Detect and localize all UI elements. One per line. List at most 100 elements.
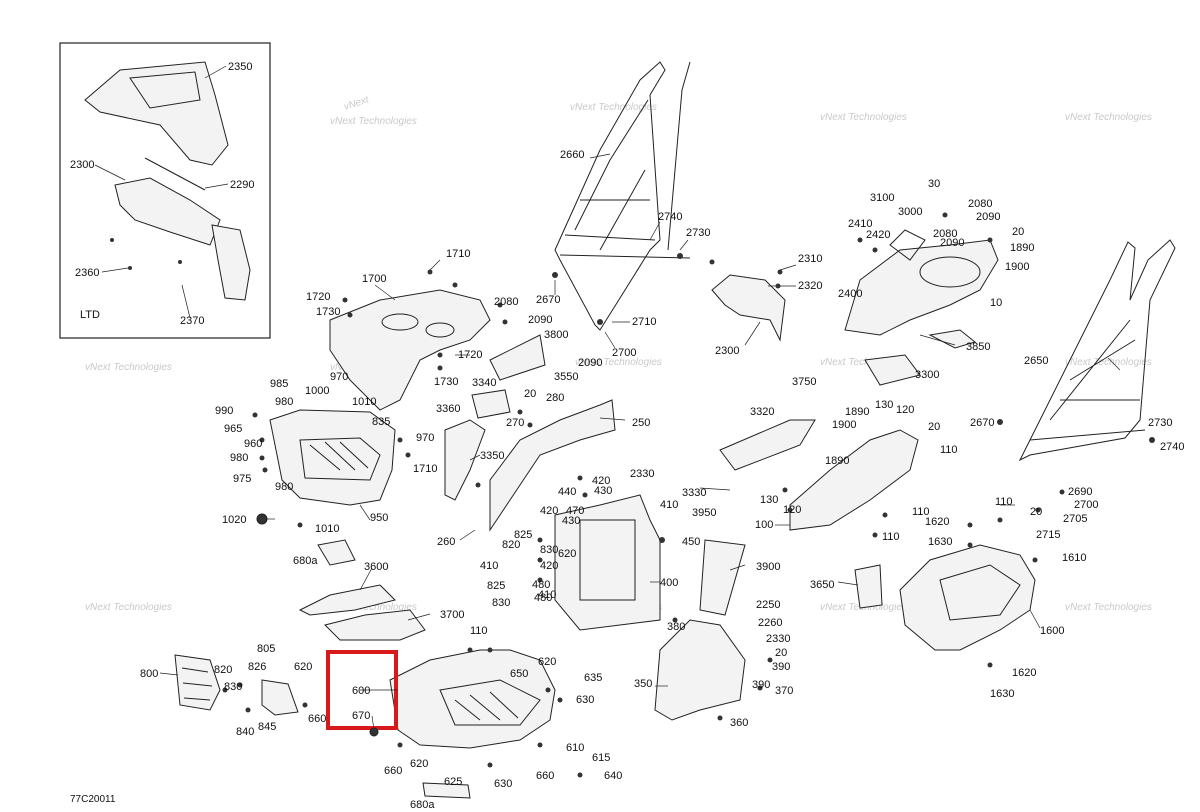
callout-label: 430	[562, 515, 580, 527]
callout-label: 3100	[870, 192, 894, 204]
callout-label: 3750	[792, 376, 816, 388]
callout-label: 980	[230, 452, 248, 464]
dashboard-tray	[919, 256, 981, 288]
callout-label: 410	[660, 499, 678, 511]
hardware	[222, 212, 1155, 778]
callout-label: 370	[775, 685, 793, 697]
screw-icon	[709, 259, 715, 265]
screw-icon	[259, 437, 265, 443]
rops-front-shape	[554, 61, 666, 331]
callout-label: 1000	[305, 385, 329, 397]
watermark: vNext Technologies	[1065, 357, 1152, 368]
inset-side-panel-shape	[211, 224, 251, 301]
hood-vent	[381, 313, 419, 331]
callout-label: 970	[416, 432, 434, 444]
callout-label: 2330	[630, 468, 654, 480]
reference-code: 77C20011	[70, 794, 116, 805]
callout-label: 1890	[845, 406, 869, 418]
storage-bin-shape	[269, 409, 396, 506]
callout-label: 410	[480, 560, 498, 572]
callout-label: 2670	[970, 417, 994, 429]
nut-icon	[997, 419, 1003, 425]
callout-label: 640	[604, 770, 622, 782]
callout-label: 3360	[436, 403, 460, 415]
screw-icon	[427, 269, 433, 275]
callout-label: 1020	[222, 514, 246, 526]
callout-label: 110	[912, 506, 930, 518]
callout-label: 2740	[658, 211, 682, 223]
screw-icon	[497, 302, 503, 308]
nut-icon	[677, 253, 683, 259]
watermark: vNext Technologies	[85, 602, 172, 613]
inset-screw-icon	[128, 266, 132, 270]
inset-windshield-glass	[129, 71, 201, 109]
callout-label: 650	[510, 668, 528, 680]
callout-label: 845	[258, 721, 276, 733]
callout-label: 2090	[528, 314, 552, 326]
watermark: vNext Technologies	[1065, 112, 1152, 123]
callout-label: 20	[928, 421, 940, 433]
callout-label: 2260	[758, 617, 782, 629]
screw-icon	[517, 409, 523, 415]
callout-label: 2670	[536, 294, 560, 306]
callout-label: 450	[682, 536, 700, 548]
panel-3600-shape	[298, 584, 396, 616]
callout-label: 350	[634, 678, 652, 690]
screw-icon	[997, 517, 1003, 523]
callout-label: 3330	[682, 487, 706, 499]
screw-icon	[537, 577, 543, 583]
inset-label: LTD	[80, 309, 100, 321]
callout-label: 1630	[990, 688, 1014, 700]
callout-label: 3950	[692, 507, 716, 519]
callout-label: 620	[294, 661, 312, 673]
rops-rear-tubes	[1049, 319, 1140, 421]
callout-label: 965	[224, 423, 242, 435]
watermark: vNext	[343, 94, 372, 113]
callout-label: 835	[372, 416, 390, 428]
callout-label: 2715	[1036, 529, 1060, 541]
callout-label: 130	[875, 399, 893, 411]
callout-label: 380	[667, 621, 685, 633]
watermark: vNext Technologies	[575, 357, 662, 368]
callout-label: 130	[760, 494, 778, 506]
callout-label: 480	[534, 592, 552, 604]
screw-icon	[787, 507, 793, 513]
screw-icon	[259, 455, 265, 461]
callout-label: 660	[308, 713, 326, 725]
screw-icon	[872, 247, 878, 253]
callout-label: 1700	[362, 273, 386, 285]
callout-label: 120	[783, 504, 801, 516]
callout-label: 100	[755, 519, 773, 531]
callout-label: 950	[370, 512, 388, 524]
callout-label: 680a	[293, 555, 318, 567]
bar-680a-upper-shape	[317, 539, 356, 566]
callout-label: 3550	[554, 371, 578, 383]
callout-labels: 2660 2740 2730 2670 2710 2700 2090 2310 …	[140, 149, 1184, 811]
screw-icon	[467, 647, 473, 653]
callout-label: 1010	[315, 523, 339, 535]
hood-opening	[425, 322, 455, 338]
screw-icon	[942, 212, 948, 218]
panel-3300-shape	[864, 354, 921, 386]
callout-label: 110	[940, 444, 958, 456]
screw-icon	[252, 412, 258, 418]
callout-label: 1610	[1062, 552, 1086, 564]
rops-rear-crossbar	[1029, 429, 1146, 441]
callout-label: 1730	[434, 376, 458, 388]
callout-label: 620	[410, 758, 428, 770]
screw-icon	[502, 319, 508, 325]
bar-680a-lower-shape	[422, 782, 471, 799]
rear-fender-inner	[939, 564, 1021, 621]
callout-label: 980	[275, 396, 293, 408]
nut-icon	[597, 319, 603, 325]
screw-icon	[397, 742, 403, 748]
panel-3320-shape	[719, 419, 816, 471]
callout-label: 826	[248, 661, 266, 673]
callout-label: 820	[214, 664, 232, 676]
callout-label: 2410	[848, 218, 872, 230]
callout-label: 270	[506, 417, 524, 429]
callout-label: 1720	[458, 349, 482, 361]
callout-label: 20	[524, 388, 536, 400]
screw-icon	[757, 685, 763, 691]
callout-label: 110	[995, 496, 1013, 508]
